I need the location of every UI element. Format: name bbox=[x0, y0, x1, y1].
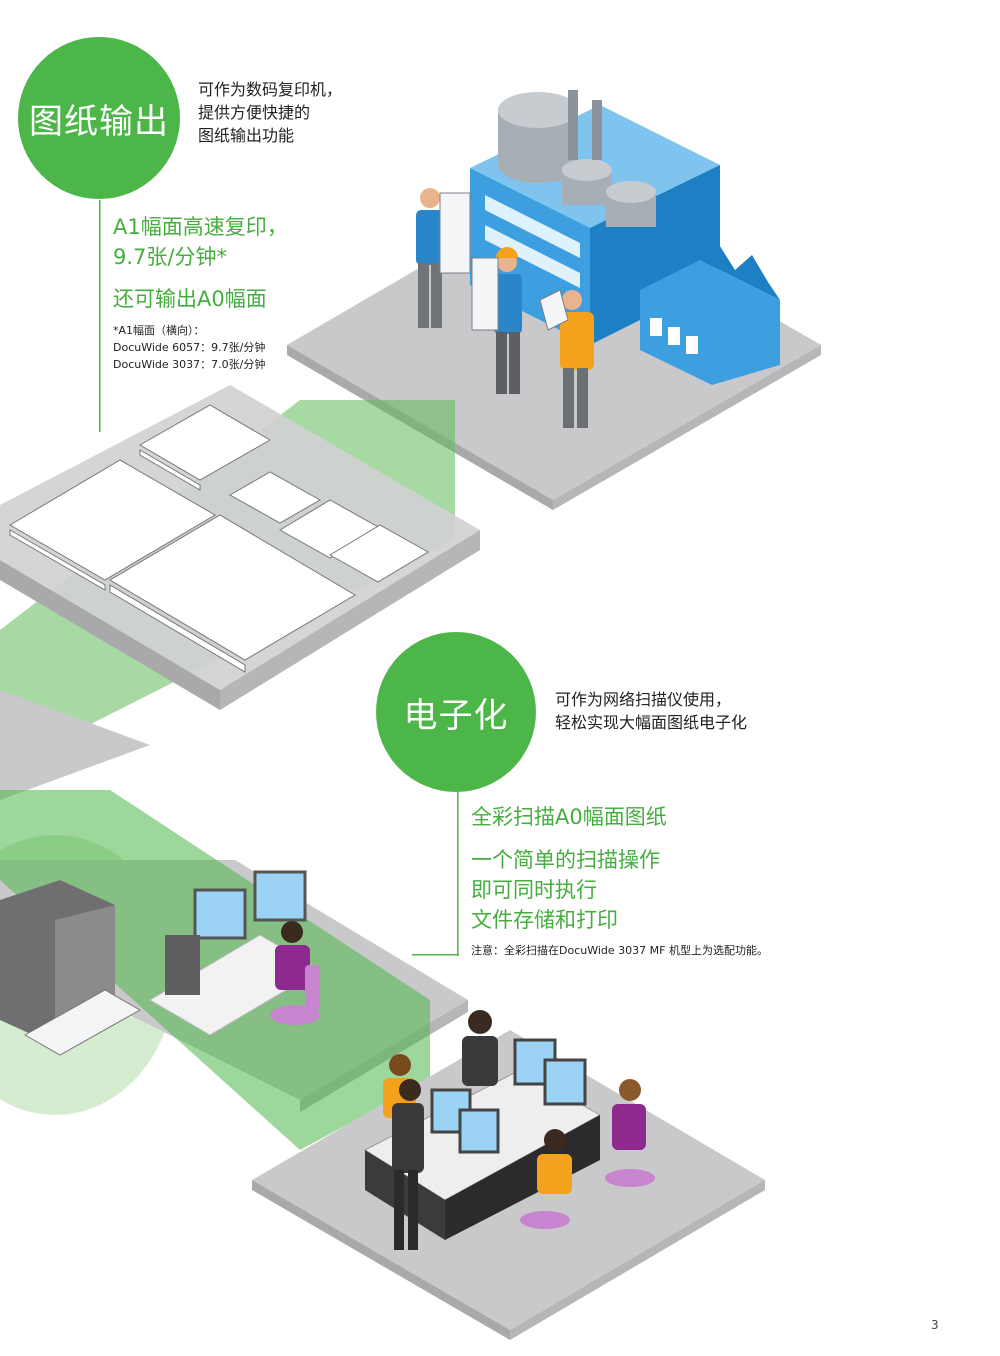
section2-highlight2: 一个简单的扫描操作 即可同时执行 文件存储和打印 bbox=[471, 845, 660, 935]
section1-highlight2: 还可输出A0幅面 bbox=[113, 287, 267, 311]
wide-format-scanner bbox=[0, 880, 142, 1056]
section1-highlight: A1幅面高速复印， 9.7张/分钟* bbox=[113, 212, 288, 272]
section1-note-line: *A1幅面（横向）： bbox=[113, 324, 205, 337]
section1-desc-line: 图纸输出功能 bbox=[198, 126, 295, 145]
section1-desc-line: 可作为数码复印机， bbox=[198, 80, 343, 99]
section1-circle-label: 图纸输出 bbox=[29, 101, 169, 142]
section2-circle: 电子化 bbox=[376, 632, 536, 792]
section1-circle: 图纸输出 bbox=[18, 37, 180, 199]
section2-desc-line: 轻松实现大幅面图纸电子化 bbox=[555, 713, 748, 732]
page-number: 3 bbox=[931, 1318, 939, 1332]
section2-highlight2-line: 一个简单的扫描操作 bbox=[471, 848, 660, 872]
section1-note-line: DocuWide 3037：7.0张/分钟 bbox=[113, 358, 266, 371]
connector-line-2 bbox=[457, 790, 459, 956]
section1-highlight-line: 9.7张/分钟* bbox=[113, 245, 227, 269]
section2-description: 可作为网络扫描仪使用， 轻松实现大幅面图纸电子化 bbox=[555, 688, 747, 734]
section2-highlight2-line: 文件存储和打印 bbox=[471, 908, 618, 932]
section1-highlight-line: A1幅面高速复印， bbox=[113, 215, 288, 239]
drawing-sheets bbox=[9, 404, 429, 673]
section1-description: 可作为数码复印机， 提供方便快捷的 图纸输出功能 bbox=[198, 78, 342, 147]
office-team bbox=[363, 1010, 655, 1250]
scanner-desk bbox=[149, 870, 321, 1036]
section2-highlight: 全彩扫描A0幅面图纸 bbox=[471, 805, 667, 829]
factory-building bbox=[470, 90, 780, 385]
section2-note: 注意：全彩扫描在DocuWide 3037 MF 机型上为选配功能。 bbox=[471, 944, 768, 957]
section1-notes: *A1幅面（横向）： DocuWide 6057：9.7张/分钟 DocuWid… bbox=[113, 322, 265, 373]
section2-desc-line: 可作为网络扫描仪使用， bbox=[555, 690, 732, 709]
section1-note-line: DocuWide 6057：9.7张/分钟 bbox=[113, 341, 266, 354]
section2-highlight2-line: 即可同时执行 bbox=[471, 878, 597, 902]
section1-desc-line: 提供方便快捷的 bbox=[198, 103, 311, 122]
connector-line-2-horizontal bbox=[412, 954, 459, 956]
factory-workers bbox=[416, 188, 594, 428]
connector-line-1 bbox=[99, 200, 101, 432]
section2-circle-label: 电子化 bbox=[403, 695, 509, 736]
